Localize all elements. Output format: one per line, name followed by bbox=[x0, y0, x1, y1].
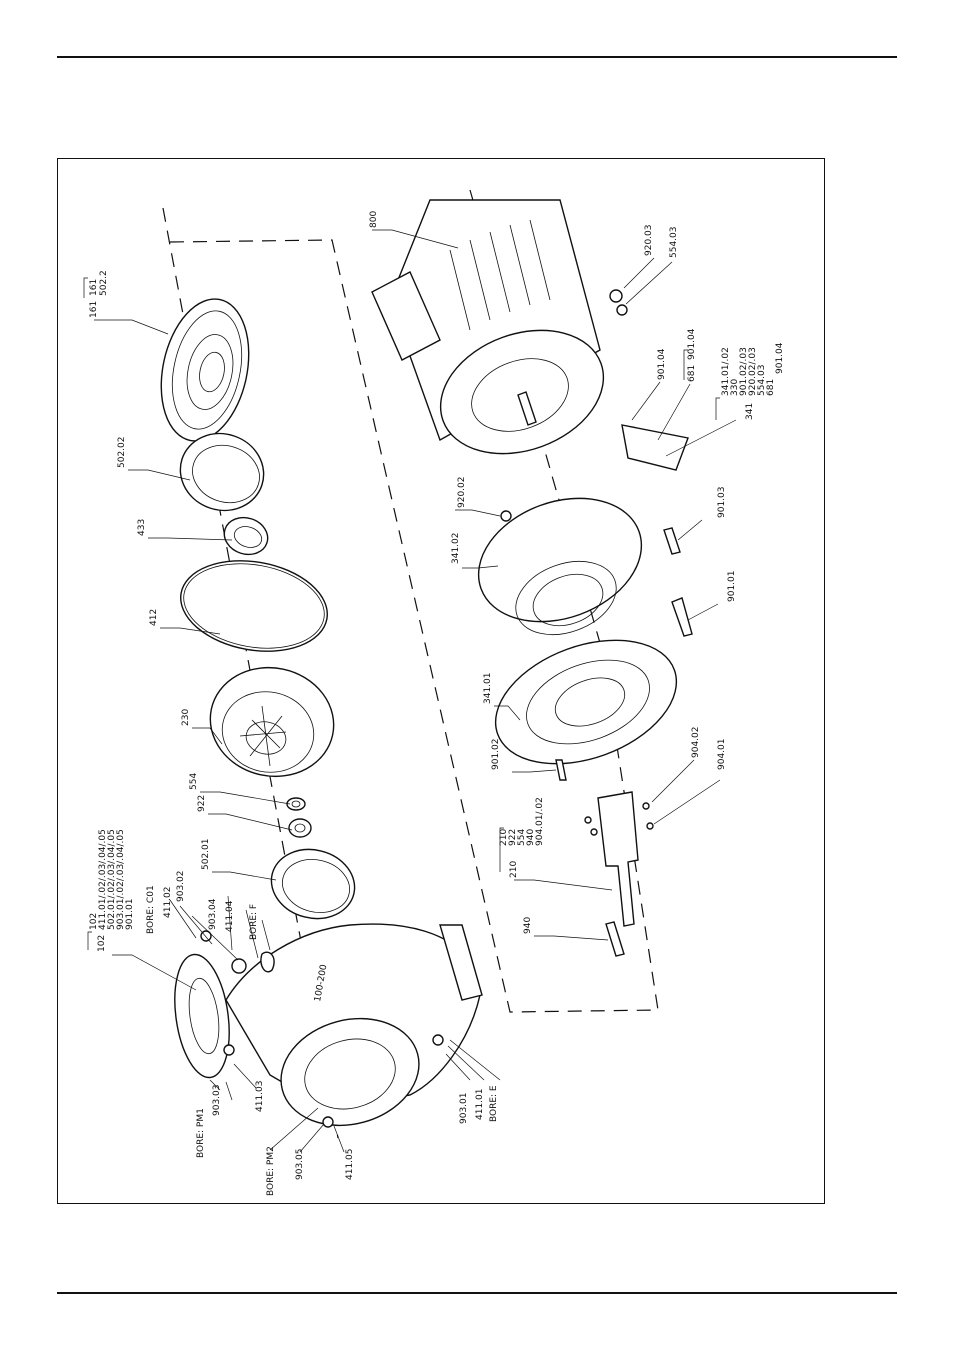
label-411-01: 411.01 bbox=[475, 1089, 485, 1121]
group-210-line2: 922 bbox=[508, 829, 518, 846]
group-210-line3: 554 bbox=[517, 829, 527, 846]
wear-ring-502-02 bbox=[179, 432, 265, 512]
group-102-line1: 102 bbox=[89, 913, 99, 930]
label-901-03: 901.03 bbox=[717, 487, 727, 519]
label-bore-pm1: BORE: PM1 bbox=[196, 1108, 206, 1158]
group-210-line1: 210 bbox=[499, 829, 509, 846]
label-161-group: 161 bbox=[89, 279, 99, 296]
label-502-2: 502.2 bbox=[99, 270, 109, 296]
label-411-05: 411.05 bbox=[345, 1149, 355, 1181]
group-210-line5: 904.01/.02 bbox=[535, 797, 545, 846]
label-904-01: 904.01 bbox=[717, 739, 727, 771]
nut-920-02 bbox=[500, 510, 512, 522]
label-903-03: 903.03 bbox=[212, 1085, 222, 1117]
footer-rule bbox=[57, 1292, 897, 1294]
group-341-line1: 341.01/.02 bbox=[721, 347, 731, 396]
label-341: 341 bbox=[745, 403, 755, 420]
label-903-02: 903.02 bbox=[176, 871, 186, 903]
label-681: 681 bbox=[687, 365, 697, 382]
label-102: 102 bbox=[97, 935, 107, 952]
mechanical-seal-433 bbox=[223, 516, 269, 556]
label-940: 940 bbox=[523, 917, 533, 934]
label-901-02: 901.02 bbox=[491, 739, 501, 771]
group-341-line3: 901.02/.03 bbox=[739, 347, 749, 396]
label-901-01: 901.01 bbox=[727, 571, 737, 603]
shaft-210 bbox=[597, 791, 639, 927]
label-411-04: 411.04 bbox=[225, 900, 235, 932]
key-940 bbox=[605, 921, 625, 957]
bolt-901-03 bbox=[663, 527, 681, 555]
drive-lantern-341-02 bbox=[477, 497, 643, 635]
label-341-02: 341.02 bbox=[451, 533, 461, 565]
label-411-03: 411.03 bbox=[255, 1081, 265, 1113]
label-903-05: 903.05 bbox=[295, 1149, 305, 1181]
group-341-line2: 330 bbox=[730, 379, 740, 396]
bracket-341-01 bbox=[494, 639, 678, 765]
label-bore-pm2: BORE: PM2 bbox=[266, 1146, 276, 1196]
drawing-frame bbox=[57, 158, 825, 1204]
label-411-02: 411.02 bbox=[163, 887, 173, 919]
leader-lines bbox=[83, 229, 737, 1153]
group-341-line7: 901.04 bbox=[775, 342, 785, 374]
bolt-901-02 bbox=[555, 759, 567, 781]
label-502-02: 502.02 bbox=[117, 437, 127, 469]
washer-554 bbox=[286, 797, 306, 811]
label-210: 210 bbox=[509, 861, 519, 878]
washer-554-03 bbox=[616, 304, 628, 316]
label-901-04-b: 901.04 bbox=[687, 328, 697, 360]
bolt-901-01 bbox=[671, 597, 693, 637]
label-433: 433 bbox=[137, 519, 147, 536]
label-554-03: 554.03 bbox=[669, 227, 679, 259]
group-210-line4: 940 bbox=[526, 829, 536, 846]
label-903-01: 903.01 bbox=[459, 1093, 469, 1125]
screws-904 bbox=[584, 802, 654, 836]
wear-ring-502-01 bbox=[270, 848, 356, 920]
label-341-01: 341.01 bbox=[483, 673, 493, 705]
impeller-nut-922 bbox=[288, 818, 312, 838]
label-920-03: 920.03 bbox=[644, 225, 654, 257]
group-102-line2: 411.01/.02/.03/.04/.05 bbox=[98, 829, 108, 930]
label-922: 922 bbox=[197, 795, 207, 812]
label-bore-f: BORE: F bbox=[249, 904, 259, 940]
label-904-02: 904.02 bbox=[691, 727, 701, 759]
group-102-line5: 901.01 bbox=[125, 899, 135, 931]
group-341-line5: 554.03 bbox=[757, 365, 767, 397]
casing-cover-161 bbox=[160, 298, 250, 442]
nut-920-03 bbox=[609, 289, 623, 303]
label-920-02: 920.02 bbox=[457, 477, 467, 509]
label-230: 230 bbox=[181, 709, 191, 726]
group-341-line6: 681 bbox=[766, 379, 776, 396]
label-412: 412 bbox=[149, 609, 159, 626]
label-bore-c01: BORE: C01 bbox=[146, 885, 156, 934]
label-554: 554 bbox=[189, 773, 199, 790]
motor-800 bbox=[371, 199, 605, 455]
group-341-line4: 920.02/.03 bbox=[748, 347, 758, 396]
group-102-line3: 502.01/.02/.03/.04/.05 bbox=[107, 829, 117, 930]
label-bore-e: BORE: E bbox=[489, 1085, 499, 1122]
o-ring-412 bbox=[180, 560, 328, 652]
impeller-230 bbox=[209, 666, 335, 778]
label-901-04-a: 901.04 bbox=[657, 348, 667, 380]
part-labels: 161 161 502.2 502.02 433 412 230 554 922… bbox=[89, 211, 785, 1196]
group-102-line4: 903.01/.02/.03/.04/.05 bbox=[116, 829, 126, 930]
label-800: 800 bbox=[369, 211, 379, 228]
label-502-01: 502.01 bbox=[201, 839, 211, 871]
coupling-guard-681 bbox=[621, 424, 689, 471]
label-903-04: 903.04 bbox=[208, 898, 218, 930]
header-rule bbox=[57, 56, 897, 58]
label-161: 161 bbox=[89, 301, 99, 318]
volute-casing-102: 100-200 bbox=[174, 923, 483, 1128]
